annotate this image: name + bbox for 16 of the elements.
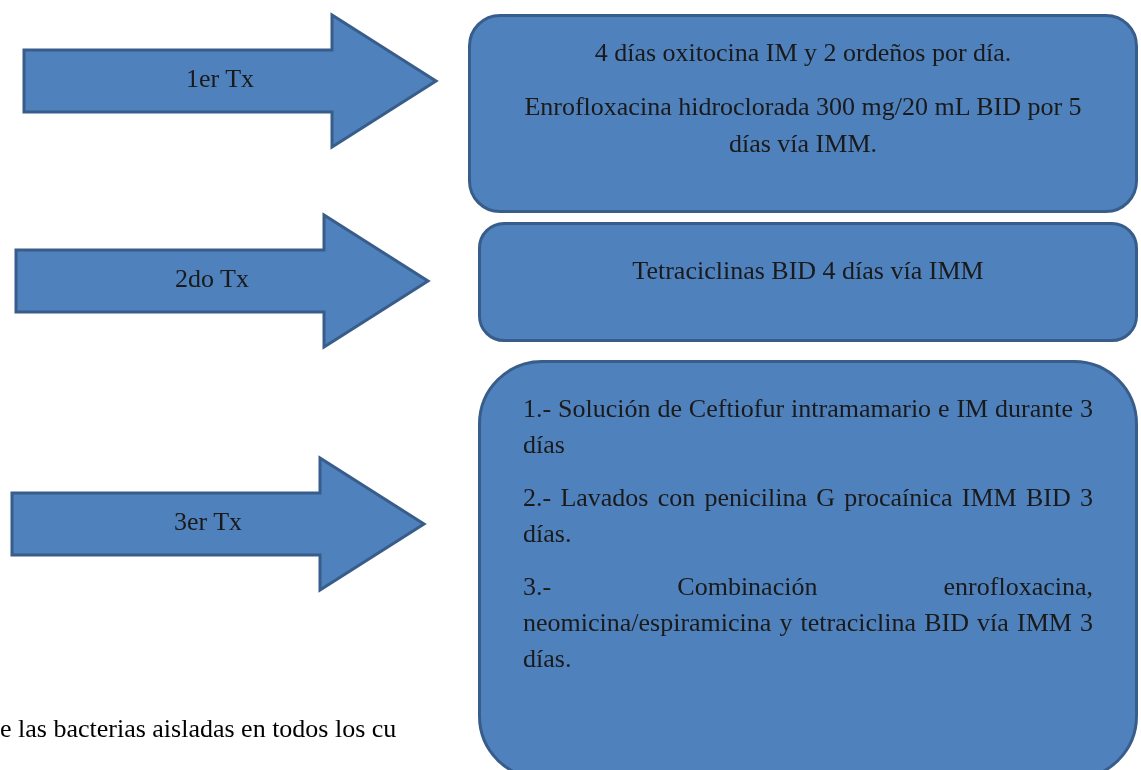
rounded-box — [468, 14, 1138, 213]
treatment-text: 3.- Combinación enrofloxacina, neomicina/espiramicina y tetraciclina BID vía IMM 3 días. — [523, 570, 1093, 676]
treatment-text: 2.- Lavados con penicilina G procaínica IMM BID 3 días. — [523, 481, 1093, 551]
arrow-label: 2do Tx — [174, 264, 250, 294]
block-arrow — [8, 455, 428, 593]
page-text: e las bacterias aisladas en todos los cu — [0, 714, 397, 744]
block-arrow — [12, 212, 432, 350]
block-arrow — [20, 12, 440, 150]
treatment-text: 4 días oxitocina IM y 2 ordeños por día. — [593, 37, 1013, 69]
treatment-text: 1.- Solución de Ceftiofur intramamario e IM durante 3 días — [523, 393, 1093, 462]
rounded-box — [478, 222, 1138, 342]
arrow-label: 1er Tx — [184, 64, 256, 94]
arrow-label: 3er Tx — [172, 507, 244, 537]
treatment-text: Tetraciclinas BID 4 días vía IMM — [631, 255, 985, 287]
rounded-box — [478, 360, 1138, 770]
treatment-text: Enrofloxacina hidroclorada 300 mg/20 mL BID por 5 días vía IMM. — [523, 91, 1083, 160]
